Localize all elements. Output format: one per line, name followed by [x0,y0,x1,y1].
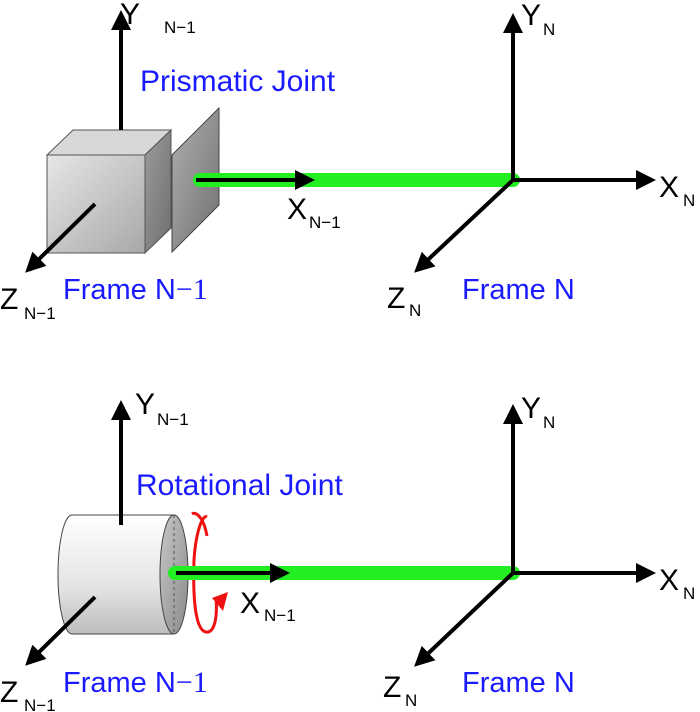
x-axis-n-subscript: N [683,584,695,603]
y-axis-n-subscript: N [543,413,555,432]
frame-prev-label: Frame N−1 [63,666,208,699]
x-axis-n-subscript: N [683,191,695,210]
x-axis-n-label: X [659,171,679,204]
rotation-arrow-tail [191,511,209,537]
z-axis-prev-subscript: N−1 [24,304,56,323]
frame-n-label: Frame N [462,667,575,699]
y-axis-prev-subscript: N−1 [157,410,189,429]
joint-title: Prismatic Joint [140,65,336,98]
z-axis-prev-arrow [25,595,97,666]
x-axis-prev-subscript: N−1 [264,606,296,625]
z-axis-prev-subscript: N−1 [24,696,56,712]
x-axis-prev-label: X [240,587,260,620]
y-axis-n-subscript: N [543,20,555,39]
z-axis-prev-label: Z [0,676,18,709]
x-axis-n-label: X [659,564,679,597]
x-axis-prev-label: X [287,193,307,226]
frame-n-label: Frame N [462,274,575,306]
z-axis-n-label: Z [387,282,405,315]
y-axis-prev-label: Y [135,388,155,421]
z-axis-n-label: Z [383,671,401,704]
z-axis-prev-arrow [25,202,97,273]
y-axis-prev-label: Y [120,0,140,31]
joint-title: Rotational Joint [136,469,343,502]
prismatic-panel: Prismatic Joint Y N−1 X N−1 Z N−1 Frame … [0,0,695,323]
rotation-direction-arrow [192,515,218,634]
z-axis-n-subscript: N [409,301,421,320]
y-axis-n-label: Y [521,0,541,32]
z-axis-n-subscript: N [405,691,417,710]
rotational-panel: Rotational Joint Y N−1 X N−1 Z N−1 Frame… [0,388,695,712]
y-axis-prev-subscript: N−1 [164,18,196,37]
frame-prev-label: Frame N−1 [63,273,208,306]
z-axis-n-arrow [414,178,515,273]
z-axis-prev-label: Z [0,283,18,316]
z-axis-n-arrow [414,571,515,667]
x-axis-prev-subscript: N−1 [309,213,341,232]
rotation-arrowhead [212,592,228,611]
y-axis-n-label: Y [521,392,541,425]
